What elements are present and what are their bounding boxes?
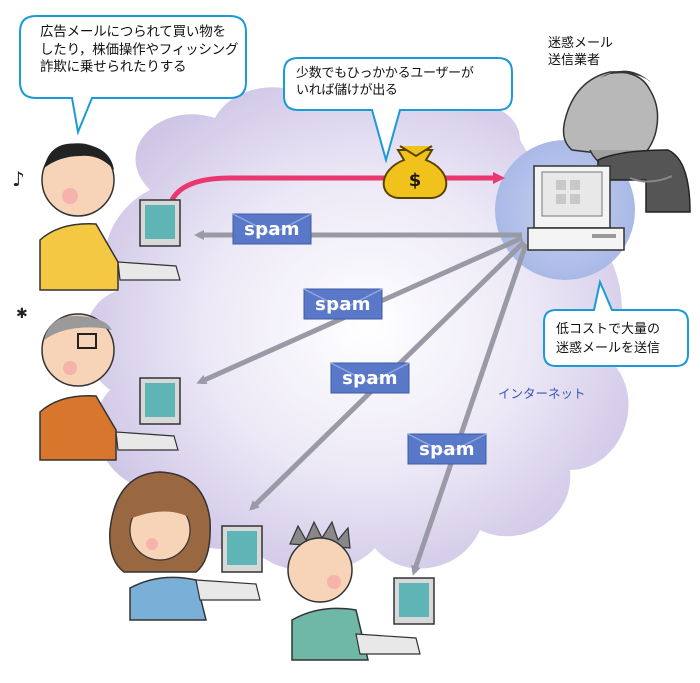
spammer-figure (562, 70, 691, 213)
spam-envelope-3 (330, 362, 410, 394)
user-bubble-line: 詐欺に乗せられたりする (40, 59, 187, 76)
spammer-label: 迷惑メール 送信業者 (548, 36, 613, 70)
money-bag-icon: $ (382, 145, 448, 199)
profit-bubble-text: 少数でもひっかかるユーザーが いれば儲けが出る (296, 66, 474, 100)
cost-bubble-text: 低コストで大量の 迷惑メールを送信 (556, 321, 660, 359)
internet-cloud (84, 81, 629, 572)
spam-label: spam (315, 293, 371, 315)
profit-bubble-line: 少数でもひっかかるユーザーが (296, 66, 474, 81)
spammer-label-line: 迷惑メール (548, 36, 614, 51)
dollar-sign: $ (409, 170, 422, 191)
spam-envelope-2 (303, 288, 383, 320)
spam-envelope-1 (232, 213, 312, 245)
spam-label: spam (419, 438, 475, 460)
user-bubble-text: 広告メールにつられて買い物を したり，株価操作やフィッシング 詐欺に乗せられたり… (40, 24, 238, 77)
user-bubble-line: したり，株価操作やフィッシング (40, 41, 239, 58)
user-4-figure (287, 520, 435, 661)
spam-envelopes (232, 213, 487, 465)
cost-bubble-line: 低コストで大量の (556, 322, 661, 337)
user-bubble-line: 広告メールにつられて買い物を (40, 24, 226, 40)
profit-speech-bubble (283, 57, 513, 164)
cost-speech-bubble (543, 278, 689, 367)
user-speech-bubble (19, 15, 247, 136)
profit-bubble-line: いれば儲けが出る (296, 82, 398, 98)
user-1-figure: ♪ (12, 143, 181, 291)
spam-label: spam (244, 218, 300, 240)
thought-icon: ✱ (16, 306, 28, 322)
cost-bubble-line: 迷惑メールを送信 (556, 340, 661, 356)
user-3-figure (109, 471, 263, 621)
spammer-label-line: 送信業者 (548, 52, 601, 68)
spam-envelope-4 (407, 433, 487, 465)
music-note-icon: ♪ (12, 167, 25, 191)
spam-arrow-user4 (411, 243, 529, 576)
spam-label: spam (342, 367, 398, 389)
internet-label: インターネット (498, 386, 586, 401)
user-2-figure: ✱ (16, 306, 181, 461)
profit-arrow (169, 172, 505, 202)
server-computer (527, 165, 625, 251)
